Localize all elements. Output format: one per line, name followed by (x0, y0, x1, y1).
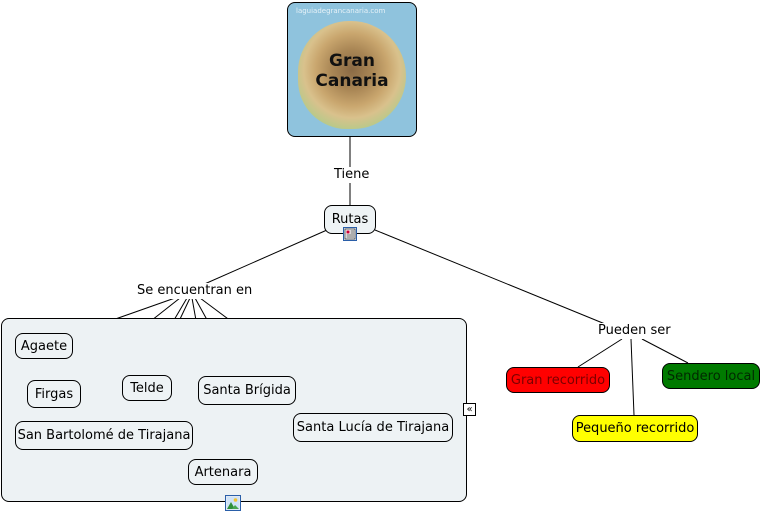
link-pueden-ser[interactable]: Pueden ser (596, 323, 673, 339)
concept-label: San Bartolomé de Tirajana (17, 428, 191, 443)
root-title: Gran Canaria (288, 51, 416, 91)
line-pueden-gran (577, 338, 623, 368)
concept-label: Telde (130, 380, 164, 396)
concept-artenara[interactable]: Artenara (188, 459, 258, 485)
root-title-line2: Canaria (315, 71, 389, 91)
concept-telde[interactable]: Telde (122, 375, 172, 401)
concept-label: Pequeño recorrido (575, 421, 695, 436)
link-se-encuentran-en[interactable]: Se encuentran en (135, 283, 255, 299)
concept-pequeno-recorrido[interactable]: Pequeño recorrido (572, 415, 698, 442)
image-icon[interactable] (225, 495, 241, 511)
concept-rutas-label: Rutas (331, 212, 369, 227)
concept-label: Gran recorrido (510, 372, 606, 388)
concept-label: Artenara (194, 464, 252, 480)
concept-label: Sendero local (666, 368, 756, 384)
concept-firgas[interactable]: Firgas (27, 380, 81, 408)
root-title-line1: Gran (329, 51, 375, 71)
concept-label: Santa Lucía de Tirajana (296, 420, 450, 435)
concept-sendero-local[interactable]: Sendero local (662, 363, 760, 389)
concept-agaete[interactable]: Agaete (15, 333, 73, 359)
concept-san-bartolome-de-tirajana[interactable]: San Bartolomé de Tirajana (15, 421, 193, 450)
line-pueden-pequeno (630, 338, 635, 416)
link-tiene[interactable]: Tiene (332, 167, 372, 183)
line-rutas-se-encuentran (199, 229, 328, 287)
concept-label: Agaete (20, 338, 68, 354)
collapse-left-icon[interactable]: « (463, 403, 476, 416)
root-concept-gran-canaria[interactable]: laguiadegrancanaria.com Gran Canaria (287, 2, 417, 137)
line-rutas-pueden-ser (374, 229, 611, 327)
concept-gran-recorrido[interactable]: Gran recorrido (506, 367, 610, 393)
document-list-icon[interactable] (343, 227, 357, 241)
concept-santa-lucia-de-tirajana[interactable]: Santa Lucía de Tirajana (293, 413, 453, 442)
concept-santa-brigida[interactable]: Santa Brígida (198, 376, 296, 405)
concept-label: Santa Brígida (203, 383, 291, 398)
island-map-image (298, 21, 406, 129)
concept-label: Firgas (34, 386, 74, 402)
map-watermark: laguiadegrancanaria.com (296, 7, 386, 15)
line-pueden-sendero (641, 338, 689, 364)
